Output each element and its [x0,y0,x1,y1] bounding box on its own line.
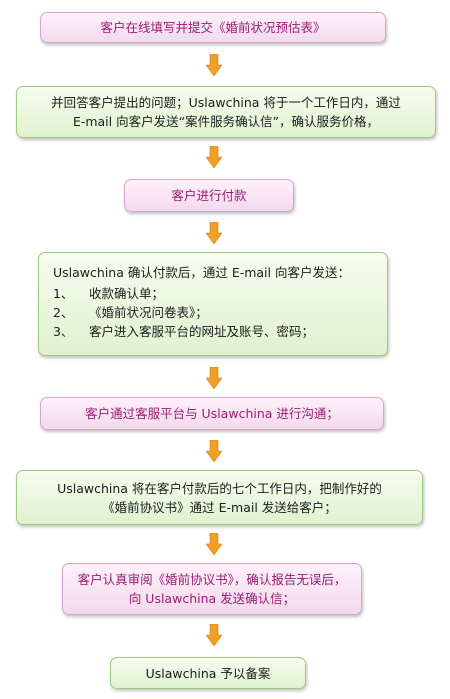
step-1-text: 客户在线填写并提交《婚前状况预估表》 [100,20,326,35]
step-3-box: 客户进行付款 [124,179,294,212]
step-6-line-2: 《婚前协议书》通过 E-mail 发送给客户； [102,499,337,515]
step-6-box: Uslawchina 将在客户付款后的七个工作日内，把制作好的 《婚前协议书》通… [16,470,423,525]
arrow-down-icon [206,222,222,244]
arrow-down-icon [206,146,222,168]
step-7-line-1: 客户认真审阅《婚前协议书》，确认报告无误后， [77,572,347,587]
step-4-list: 1、收款确认单； 2、《婚前状况问卷表》； 3、客户进入客服平台的网址及账号、密… [53,284,387,341]
step-6-line-1: Uslawchina 将在客户付款后的七个工作日内，把制作好的 [57,480,382,496]
list-item: 2、《婚前状况问卷表》； [53,305,208,320]
step-5-text: 客户通过客服平台与 Uslawchina 进行沟通； [85,406,339,421]
step-4-intro: Uslawchina 确认付款后，通过 E-mail 向客户发送： [53,265,350,280]
step-4-box: Uslawchina 确认付款后，通过 E-mail 向客户发送： 1、收款确认… [38,252,388,356]
list-item: 1、收款确认单； [53,286,165,301]
step-7-line-2: 向 Uslawchina 发送确认信； [128,591,296,606]
step-5-box: 客户通过客服平台与 Uslawchina 进行沟通； [40,397,384,430]
arrow-down-icon [206,624,222,646]
step-3-text: 客户进行付款 [171,188,247,203]
step-2-line-2: E-mail 向客户发送“案件服务确认信”，确认服务价格， [72,114,380,129]
step-2-box: 并回答客户提出的问题；Uslawchina 将于一个工作日内，通过 E-mail… [16,86,436,138]
step-8-text: Uslawchina 予以备案 [145,665,271,681]
step-7-box: 客户认真审阅《婚前协议书》，确认报告无误后， 向 Uslawchina 发送确认… [62,563,362,615]
arrow-down-icon [206,367,222,389]
list-item: 3、客户进入客服平台的网址及账号、密码； [53,324,315,339]
step-2-line-1: 并回答客户提出的问题；Uslawchina 将于一个工作日内，通过 [51,95,401,110]
arrow-down-icon [206,533,222,555]
step-1-box: 客户在线填写并提交《婚前状况预估表》 [40,12,386,43]
step-8-box: Uslawchina 予以备案 [110,657,306,689]
arrow-down-icon [206,54,222,76]
arrow-down-icon [206,440,222,462]
